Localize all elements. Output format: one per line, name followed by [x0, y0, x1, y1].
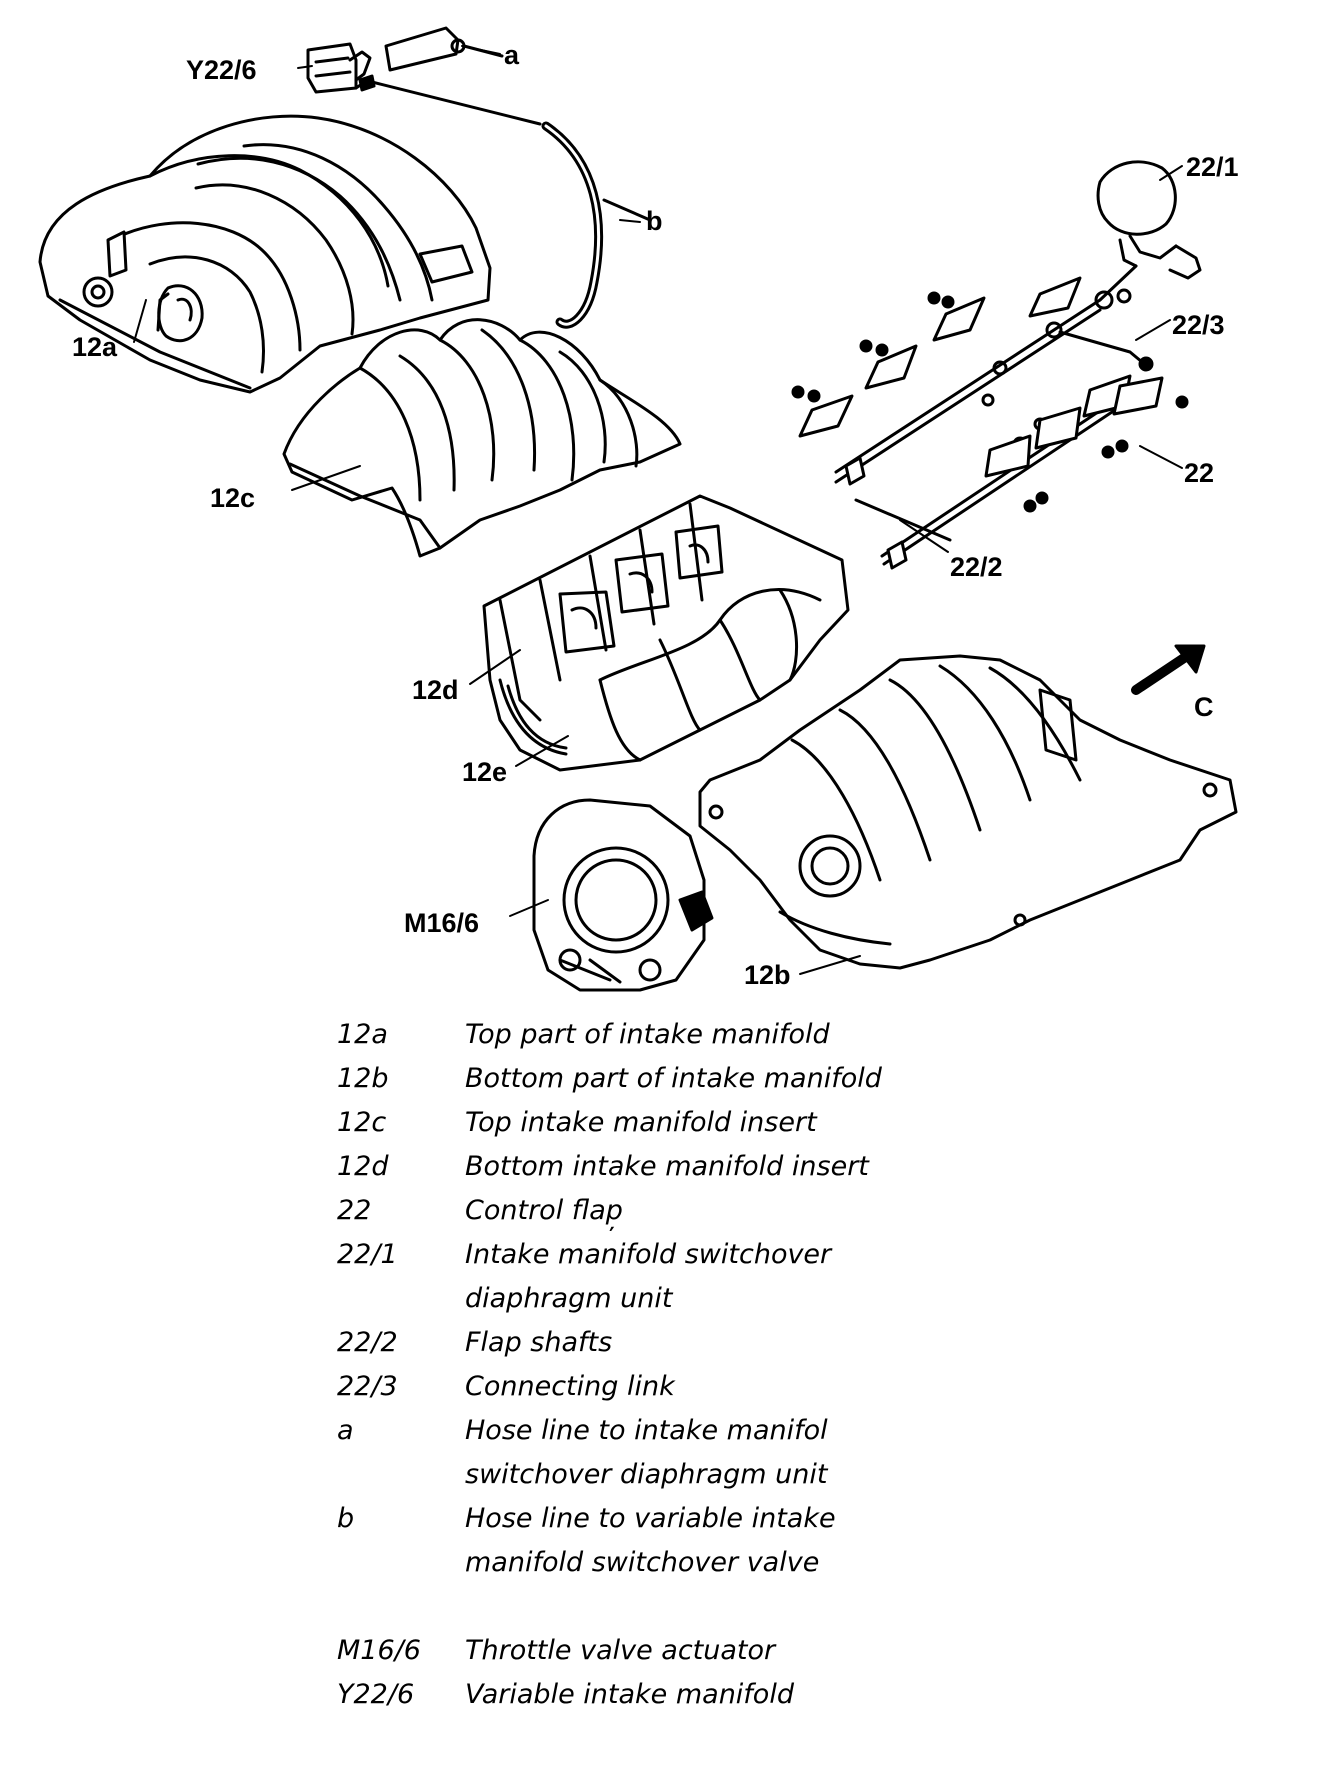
legend-description: Top intake manifold insert: [465, 1107, 817, 1138]
callout-22-3: 22/3: [1172, 310, 1225, 340]
legend-row-a: a Hose line to intake manifol: [337, 1409, 1057, 1453]
legend-row-b-cont: manifold switchover valve: [337, 1541, 1057, 1585]
callout-12c: 12c: [210, 483, 255, 513]
callout-y22-6: Y22/6: [186, 55, 257, 85]
legend-row-22-1-cont: diaphragm unit: [337, 1277, 1057, 1321]
legend-row-22-2: 22/2 Flap shafts: [337, 1321, 1057, 1365]
callout-12e: 12e: [462, 757, 507, 787]
callout-22-1: 22/1: [1186, 152, 1239, 182]
diaphragm-unit-22-1: [1096, 160, 1202, 280]
legend-code: 12c: [337, 1107, 387, 1138]
legend-row-12d: 12d Bottom intake manifold insert: [337, 1145, 1057, 1189]
legend-code: 22/2: [337, 1327, 398, 1358]
parts-legend: 12a Top part of intake manifold 12b Bott…: [337, 1013, 1057, 1717]
callout-22-2: 22/2: [950, 552, 1003, 582]
legend-row-12c: 12c Top intake manifold insert: [337, 1101, 1057, 1145]
legend-row-22: 22 Control flap̦: [337, 1189, 1057, 1233]
legend-code: 12a: [337, 1019, 388, 1050]
legend-code: M16/6: [337, 1635, 421, 1666]
legend-row-12a: 12a Top part of intake manifold: [337, 1013, 1057, 1057]
callout-12b: 12b: [744, 960, 791, 990]
control-flaps-22: [791, 276, 1189, 513]
legend-row-b: b Hose line to variable intake: [337, 1497, 1057, 1541]
legend-code: 12d: [337, 1151, 389, 1182]
top-insert-12c: [282, 318, 682, 558]
legend-description: Bottom part of intake manifold: [465, 1063, 882, 1094]
callout-b: b: [646, 206, 663, 236]
legend-description: switchover diaphragm unit: [465, 1459, 828, 1490]
legend-code: 22/1: [337, 1239, 398, 1270]
callout-22: 22: [1184, 458, 1214, 488]
callout-m16-6: M16/6: [404, 908, 479, 938]
view-arrow-c: [1131, 644, 1206, 695]
connecting-link-22-3: [1045, 264, 1154, 372]
legend-description: Bottom intake manifold insert: [465, 1151, 869, 1182]
leader-lines: [133, 45, 1183, 975]
legend-description: Connecting link: [465, 1371, 675, 1402]
legend-description: Control flap̦: [465, 1195, 623, 1226]
legend-code: a: [337, 1415, 354, 1446]
callout-12a: 12a: [72, 332, 118, 362]
legend-description: Hose line to variable intake: [465, 1503, 836, 1534]
legend-description: Flap shafts: [465, 1327, 613, 1358]
legend-row-a-cont: switchover diaphragm unit: [337, 1453, 1057, 1497]
bottom-manifold-12b: [698, 654, 1238, 970]
switchover-valve-y22-6: [306, 42, 376, 94]
legend-row-22-3: 22/3 Connecting link: [337, 1365, 1057, 1409]
legend-description: diaphragm unit: [465, 1283, 673, 1314]
diagram-drawing: Y22/6 a b 12a 12c 12d 12e 12b M16/6 22/1…: [38, 26, 1239, 992]
callout-a: a: [504, 40, 520, 70]
legend-description: Variable intake manifold: [465, 1679, 794, 1710]
top-manifold-12a: [38, 114, 492, 394]
legend-code: 12b: [337, 1063, 389, 1094]
throttle-valve-actuator-m16-6: [532, 798, 714, 992]
legend-row-12b: 12b Bottom part of intake manifold: [337, 1057, 1057, 1101]
callout-12d: 12d: [412, 675, 459, 705]
seal-12e: [498, 678, 568, 756]
legend-code: Y22/6: [337, 1679, 415, 1710]
legend-description: Intake manifold switchover: [465, 1239, 832, 1270]
callout-arrow-c: C: [1194, 692, 1214, 722]
legend-description: manifold switchover valve: [465, 1547, 820, 1578]
legend-row-22-1: 22/1 Intake manifold switchover: [337, 1233, 1057, 1277]
legend-row-y22-6: Y22/6 Variable intake manifold: [337, 1673, 1057, 1717]
legend-code: 22: [337, 1195, 372, 1226]
legend-row-m16-6: M16/6 Throttle valve actuator: [337, 1629, 1057, 1673]
bottom-insert-12d: [482, 494, 850, 772]
legend-description: Throttle valve actuator: [465, 1635, 776, 1666]
legend-description: Top part of intake manifold: [465, 1019, 830, 1050]
legend-description: Hose line to intake manifol: [465, 1415, 828, 1446]
hose-line-a: [384, 26, 504, 72]
legend-code: b: [337, 1503, 355, 1534]
hose-line-b: [370, 80, 652, 329]
legend-code: 22/3: [337, 1371, 398, 1402]
